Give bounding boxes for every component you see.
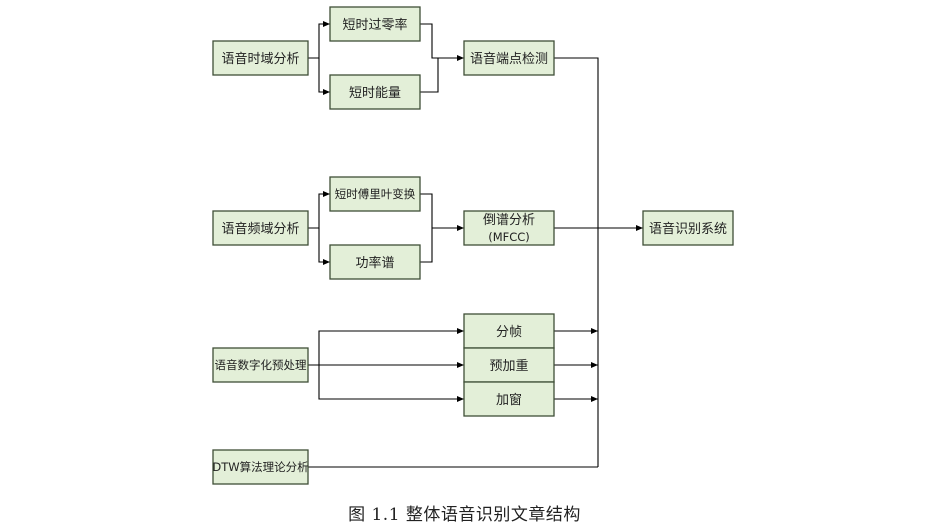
edge-time-to-energy <box>318 58 330 95</box>
node-label: DTW算法理论分析 <box>212 460 308 474</box>
node-time-domain-analysis: 语音时域分析 <box>212 40 309 76</box>
node-label: 语音端点检测 <box>470 51 548 67</box>
node-label: 功率谱 <box>355 255 394 271</box>
node-label-line1: 倒谱分析 <box>483 213 535 228</box>
node-power-spectrum: 功率谱 <box>329 244 421 280</box>
node-label: 短时过零率 <box>342 17 407 33</box>
node-pre-emphasis: 预加重 <box>463 347 555 383</box>
node-cepstrum-analysis: 倒谱分析 (MFCC) <box>463 210 555 246</box>
node-stft: 短时傅里叶变换 <box>329 176 421 212</box>
node-label: 语音频域分析 <box>221 221 299 237</box>
node-label: 短时能量 <box>349 86 401 101</box>
edge-zcr-to-endpoint <box>420 23 464 61</box>
edges <box>308 21 643 468</box>
node-windowing: 加窗 <box>463 381 555 417</box>
node-label: 加窗 <box>496 392 522 408</box>
edge-stft-to-cepstrum <box>420 193 433 263</box>
node-label: 分帧 <box>496 325 522 340</box>
node-short-time-zcr: 短时过零率 <box>329 6 421 42</box>
node-label: 语音时域分析 <box>221 51 299 67</box>
edge-freq-to-stft <box>308 191 330 229</box>
node-recognition-system: 语音识别系统 <box>642 210 734 246</box>
edge-time-to-zcr <box>308 21 330 59</box>
node-label-line2: (MFCC) <box>488 230 530 244</box>
structure-diagram: 语音时域分析 短时过零率 短时能量 语音端点检测 语音频域分析 短时傅里叶变换 … <box>212 6 734 485</box>
node-dtw-analysis: DTW算法理论分析 <box>212 449 309 485</box>
edge-preprocess-to-framing <box>318 328 464 365</box>
node-label: 预加重 <box>489 358 528 374</box>
node-label: 语音识别系统 <box>649 221 727 237</box>
node-label: 短时傅里叶变换 <box>335 187 416 201</box>
node-label: 语音数字化预处理 <box>215 358 307 372</box>
node-digital-preprocessing: 语音数字化预处理 <box>212 347 309 383</box>
node-framing: 分帧 <box>463 313 555 349</box>
edge-freq-to-power <box>318 228 330 265</box>
node-endpoint-detection: 语音端点检测 <box>463 40 555 76</box>
figure-caption: 图 1.1 整体语音识别文章结构 <box>348 505 581 525</box>
edge-endpoint-to-bus <box>554 57 599 467</box>
edge-preprocess-to-windowing <box>318 365 464 402</box>
node-short-time-energy: 短时能量 <box>329 74 421 110</box>
edge-energy-to-endpoint <box>420 58 439 93</box>
node-freq-domain-analysis: 语音频域分析 <box>212 210 309 246</box>
